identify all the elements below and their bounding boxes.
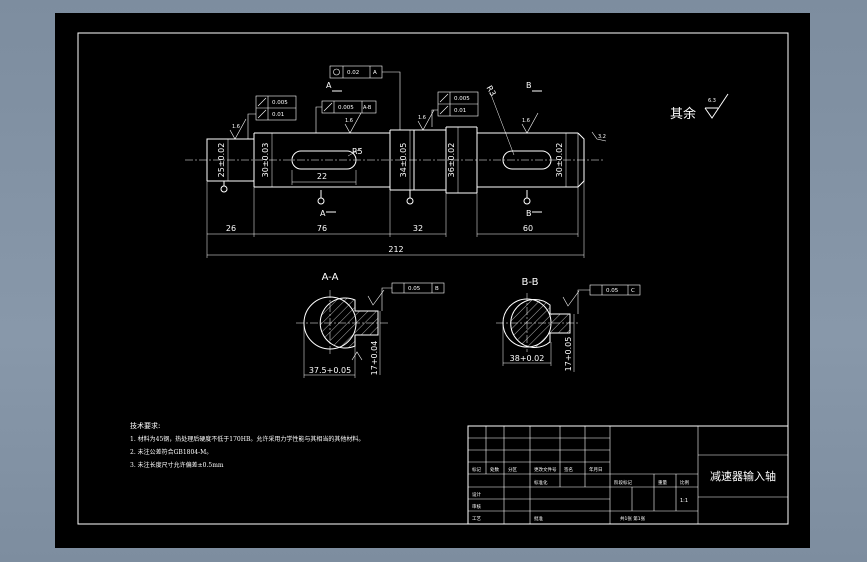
roughness-remaining-label: 其余 — [670, 106, 696, 122]
section-a-title: A-A — [322, 272, 339, 283]
dim-d-left: 25±0.02 — [217, 143, 226, 178]
tolerance-frame-top: 0.02 A — [329, 65, 401, 130]
title-block-scale: 1:1 — [680, 498, 688, 504]
tolerance-frame-mid: 0.005 A-B — [315, 100, 377, 133]
keyway-2 — [502, 150, 552, 170]
svg-text:年月日: 年月日 — [589, 466, 603, 473]
note-item-3: 3. 未注长度尺寸允许偏差±0.5mm — [130, 461, 224, 469]
svg-text:设计: 设计 — [472, 491, 481, 498]
section-b: B-B 38+0.02 17+0.05 0.05 C — [496, 277, 641, 372]
svg-text:0.05: 0.05 — [606, 288, 619, 294]
dim-key-length: 22 — [317, 172, 327, 181]
keyway-1 — [291, 150, 357, 170]
svg-text:1.6: 1.6 — [345, 118, 353, 124]
dim-length-60: 60 — [523, 224, 533, 233]
drawing-sheet — [55, 13, 810, 548]
cut-label-b-bottom: B — [526, 209, 532, 218]
svg-text:工艺: 工艺 — [472, 516, 481, 522]
dim-radius-1: R5 — [352, 147, 363, 156]
dim-d-collar: 34±0.05 — [399, 143, 408, 178]
title-block: 标记 处数 分区 更改文件号 签名 年月日 设计 标准化 审核 工艺 批准 阶段… — [467, 425, 789, 525]
svg-text:处数: 处数 — [490, 466, 499, 473]
section-a-depth: 17+0.04 — [370, 341, 379, 376]
svg-text:1.6: 1.6 — [418, 115, 426, 121]
section-a-width: 37.5+0.05 — [309, 366, 351, 375]
cut-label-a-bottom: A — [320, 209, 326, 218]
tolerance-frame-right: 0.005 0.01 — [431, 91, 479, 127]
inner-frame — [77, 32, 789, 525]
svg-text:1.6: 1.6 — [232, 124, 240, 130]
dim-length-76: 76 — [317, 224, 327, 233]
svg-text:0.005: 0.005 — [272, 100, 288, 106]
dim-length-total: 212 — [388, 245, 403, 254]
technical-notes: 技术要求: 1. 材料为45钢，热处理后硬度不低于170HB。允许采用力学性能与… — [130, 421, 364, 469]
svg-text:标记: 标记 — [472, 466, 481, 473]
svg-text:重量: 重量 — [658, 479, 667, 486]
dim-length-26: 26 — [226, 224, 236, 233]
svg-text:比例: 比例 — [680, 479, 689, 486]
notes-heading: 技术要求: — [130, 421, 160, 430]
svg-text:签名: 签名 — [564, 466, 573, 473]
svg-text:3.2: 3.2 — [598, 134, 606, 140]
roughness-symbols: 1.6 1.6 1.6 1.6 3.2 — [229, 109, 607, 142]
svg-text:0.005: 0.005 — [454, 96, 470, 102]
svg-text:阶段标记: 阶段标记 — [614, 479, 632, 486]
svg-text:A: A — [373, 70, 377, 76]
svg-text:分区: 分区 — [508, 466, 517, 473]
tolerance-frame-left: 0.005 0.01 — [247, 95, 297, 139]
svg-text:审核: 审核 — [472, 503, 481, 510]
cut-label-a-top: A — [326, 81, 332, 90]
svg-text:0.02: 0.02 — [347, 70, 359, 76]
note-item-1: 1. 材料为45钢，热处理后硬度不低于170HB。允许采用力学性能与其相当的其他… — [130, 435, 364, 443]
dim-d-bearing2: 30±0.02 — [555, 143, 564, 178]
datum-symbols — [220, 181, 531, 205]
part-name: 减速器输入轴 — [710, 469, 776, 483]
svg-text:B: B — [435, 286, 439, 292]
dim-radius-2: R3 — [485, 84, 498, 98]
roughness-remaining-symbol — [704, 93, 729, 119]
dim-d-gear: 36±0.02 — [447, 143, 456, 178]
svg-text:0.05: 0.05 — [408, 286, 421, 292]
section-b-depth: 17+0.05 — [564, 337, 573, 372]
dim-d-bearing1: 30±0.03 — [261, 143, 270, 178]
section-b-width: 38+0.02 — [510, 354, 545, 363]
section-a: A-A 37.5+0.05 17+0.04 0.05 B — [296, 272, 445, 378]
roughness-remaining-value: 6.3 — [708, 98, 716, 104]
section-b-title: B-B — [522, 277, 539, 288]
svg-text:0.01: 0.01 — [272, 112, 284, 118]
dim-length-32: 32 — [413, 224, 423, 233]
note-item-2: 2. 未注公差符合GB1804-M。 — [130, 448, 212, 456]
svg-text:0.005: 0.005 — [338, 105, 354, 111]
title-block-sheet-info: 共1张 第1张 — [620, 515, 646, 522]
svg-text:更改文件号: 更改文件号 — [534, 466, 557, 473]
svg-text:A-B: A-B — [363, 105, 372, 111]
svg-text:批准: 批准 — [534, 515, 543, 522]
svg-text:标准化: 标准化 — [534, 479, 548, 486]
cut-label-b-top: B — [526, 81, 532, 90]
svg-text:1.6: 1.6 — [522, 118, 530, 124]
shaft-outline — [206, 126, 585, 194]
svg-text:0.01: 0.01 — [454, 108, 466, 114]
svg-text:C: C — [631, 288, 635, 294]
